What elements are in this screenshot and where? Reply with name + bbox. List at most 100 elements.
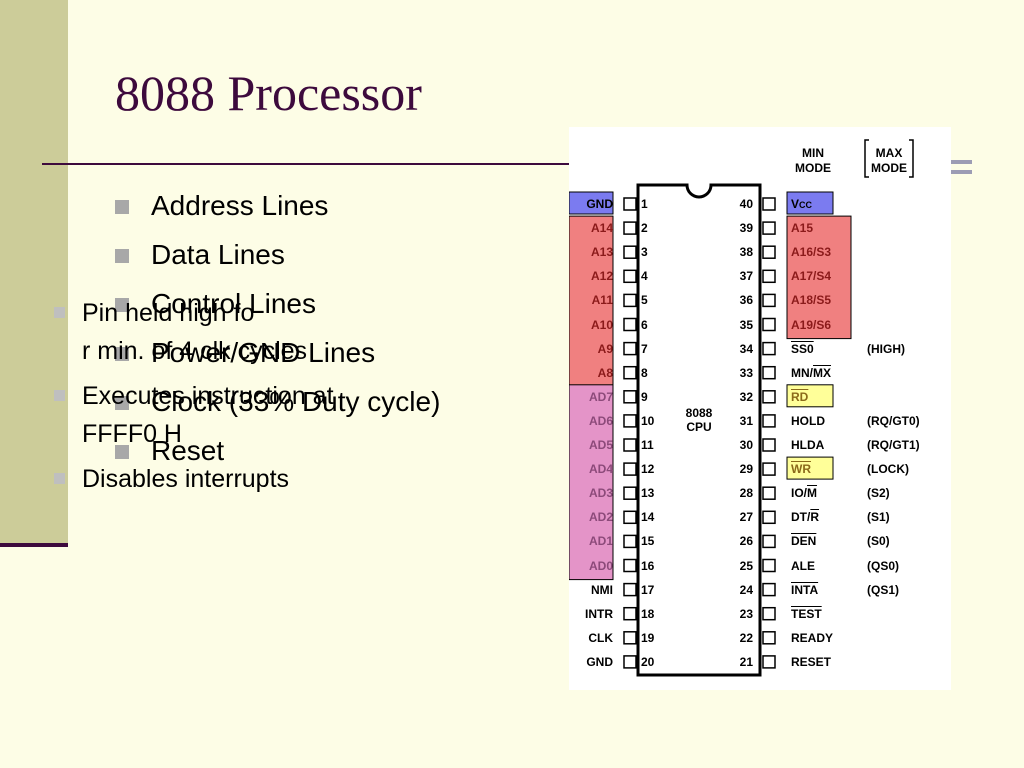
bullet-text: Power/GND Lines [151,337,376,368]
pin-square [762,197,776,211]
right-pin-number: 38 [739,245,753,260]
left-pin-number: 14 [641,510,655,525]
pin-square [762,558,776,573]
left-pin-label: AD6 [588,413,613,428]
active-low-signal: TEST [791,606,822,621]
pin-square [762,414,776,428]
right-pin-label: A17/S4 [791,269,832,284]
pin-square [762,606,776,621]
right-pin-label: RD [791,387,861,407]
pin-square [623,558,637,573]
active-low-signal: SS0 [791,341,814,356]
pin-square [762,245,776,259]
left-pin-label: A8 [597,365,613,380]
corner-decoration [950,160,972,178]
pin-square [762,510,776,525]
slide-title: 8088 Processor [115,65,422,121]
active-low-signal: RD [791,389,809,404]
active-low-signal: M [807,486,818,501]
max-mode-pin-label: (S1) [867,510,890,525]
right-pin-label: RESET [791,654,832,669]
right-pin-label: READY [791,630,834,645]
left-pin-number: 2 [641,221,648,236]
right-pin-label: TEST [791,604,861,624]
max-mode-pin-label: (QS0) [867,558,900,573]
left-pin-label: NMI [591,582,613,597]
square-bullet-icon [54,390,65,401]
pin-square [623,655,637,669]
active-low-signal: MX [813,365,831,380]
left-pin-label: CLK [588,630,613,645]
right-pin-number: 32 [739,389,753,404]
left-pin-number: 12 [641,462,655,477]
pin-square [623,365,637,380]
right-pin-number: 21 [739,654,753,669]
cpu-label-line: 8088 [685,406,713,420]
pin-square [623,197,637,211]
right-pin-label: DEN [791,531,861,551]
pin-square [623,414,637,428]
bullet-text: Data Lines [151,239,285,270]
bullet-item: Clock (33% Duty cycle) [115,384,440,433]
left-pin-number: 16 [641,558,655,573]
square-bullet-icon [54,307,65,318]
pin-square [623,438,637,452]
pin-square [623,510,637,525]
pin-square [762,655,776,669]
pin-square [623,317,637,332]
min-mode-line: MIN [802,146,824,160]
bullet-text: Address Lines [151,190,329,221]
pin-square [623,631,637,645]
left-pin-label: A10 [590,317,613,332]
bullet-item: Address Lines [115,188,440,237]
left-pin-number: 11 [641,438,654,452]
bullet-text: Control Lines [151,288,316,319]
bullet-text: Clock (33% Duty cycle) [151,386,441,417]
max-mode-pin-label: (RQ/GT0) [867,413,920,428]
pin-square [762,486,776,500]
bullet-item: Power/GND Lines [115,335,440,384]
sidebar-divider [0,543,68,547]
left-pin-label: AD0 [588,558,613,573]
right-pin-number: 40 [739,197,753,211]
left-pin-label: A14 [590,221,613,236]
max-mode-line: MODE [871,161,907,175]
right-pin-number: 35 [739,317,753,332]
square-bullet-icon [115,445,129,459]
left-pin-label: AD7 [588,389,613,404]
right-pin-number: 30 [739,438,753,452]
power-pin-box [569,191,614,215]
right-pin-number: 25 [739,558,753,573]
left-pin-number: 10 [641,413,655,428]
high-address-pin-box [786,215,852,340]
pin-square [762,365,776,380]
right-pin-label: INTA [791,580,861,600]
max-mode-pin-label: (HIGH) [867,341,905,356]
right-pin-number: 33 [739,365,753,380]
pin-square [623,269,637,284]
data-pin-box [569,384,614,581]
vcc-pin-box [786,191,834,215]
bullet-text: Reset [151,435,225,466]
bullet-item: Data Lines [115,237,440,286]
left-pin-number: 9 [641,389,648,404]
chip-body [636,183,762,677]
right-pin-label: IO/M [791,486,818,501]
pin-square [762,631,776,645]
right-pin-number: 27 [739,510,753,525]
square-bullet-icon [54,473,65,484]
pin-square [623,606,637,621]
square-bullet-icon [115,249,129,263]
right-pin-label: HOLD [791,413,825,428]
pin-square [762,221,776,235]
bullet-item: Reset [115,433,440,482]
pin-square [762,269,776,284]
left-pin-number: 3 [641,245,648,260]
left-pin-label: AD2 [588,510,613,525]
left-pin-number: 17 [641,582,655,597]
max-mode-pin-label: (RQ/GT1) [867,438,920,452]
